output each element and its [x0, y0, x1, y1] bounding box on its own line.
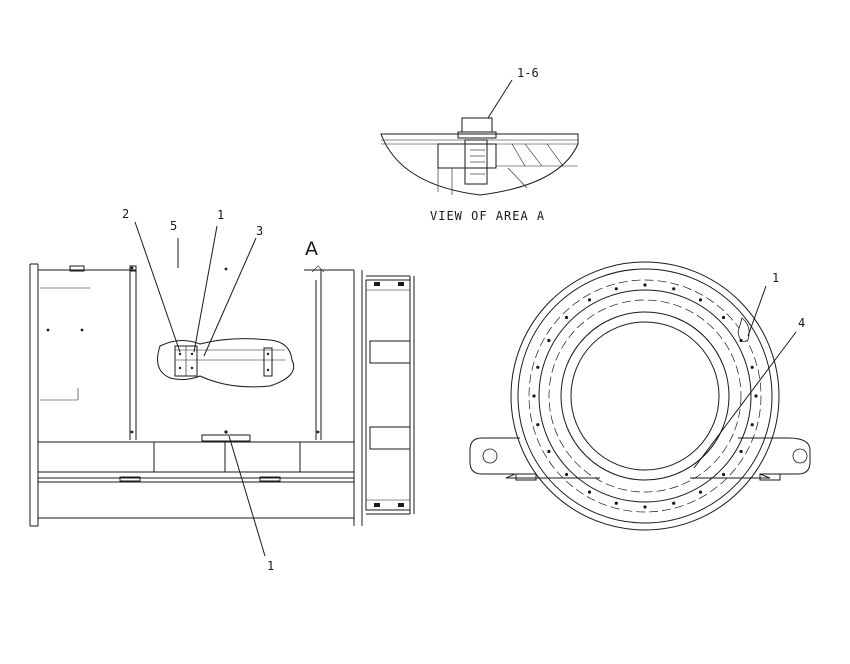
callout-3: 3 [256, 224, 263, 238]
bolt-hole [564, 315, 569, 320]
bolt-hole [698, 490, 703, 494]
bolt-hole [587, 298, 592, 302]
bolt-hole [750, 423, 754, 427]
side-view: A [29, 207, 415, 573]
bolt-hole [739, 338, 743, 343]
bolt-hole [721, 315, 726, 320]
bolt-hole [564, 472, 569, 477]
bolt-hole [532, 394, 536, 398]
bolt-hole [547, 338, 551, 343]
callout-5: 5 [170, 219, 177, 233]
callout-2: 2 [122, 207, 129, 221]
bolt-hole [672, 501, 676, 505]
bolt-hole [754, 394, 758, 398]
bolt-hole [587, 490, 592, 494]
bolt-hole [698, 298, 703, 302]
bolt-hole [614, 501, 618, 505]
bolt-hole [547, 449, 551, 454]
detail-view-area-a: 1-6 VIEW OF AREA A [380, 66, 579, 223]
bolt-hole [643, 283, 647, 287]
callout-1-bottom: 1 [267, 559, 274, 573]
end-view: 1 4 [469, 261, 811, 531]
callout-1-6: 1-6 [517, 66, 539, 80]
bolt-hole [536, 423, 540, 427]
bolt-hole [721, 472, 726, 477]
bolt-hole [672, 287, 676, 291]
callout-4: 4 [798, 316, 805, 330]
bolt-holes [532, 283, 758, 509]
bolt-hole [750, 365, 754, 369]
callout-1-top: 1 [217, 208, 224, 222]
bolt-hole [614, 287, 618, 291]
bolt-hole [536, 365, 540, 369]
callout-1-end: 1 [772, 271, 779, 285]
view-caption: VIEW OF AREA A [430, 209, 545, 223]
bolt-hole [643, 505, 647, 509]
bolt-hole [739, 449, 743, 454]
area-marker: A [305, 238, 318, 260]
